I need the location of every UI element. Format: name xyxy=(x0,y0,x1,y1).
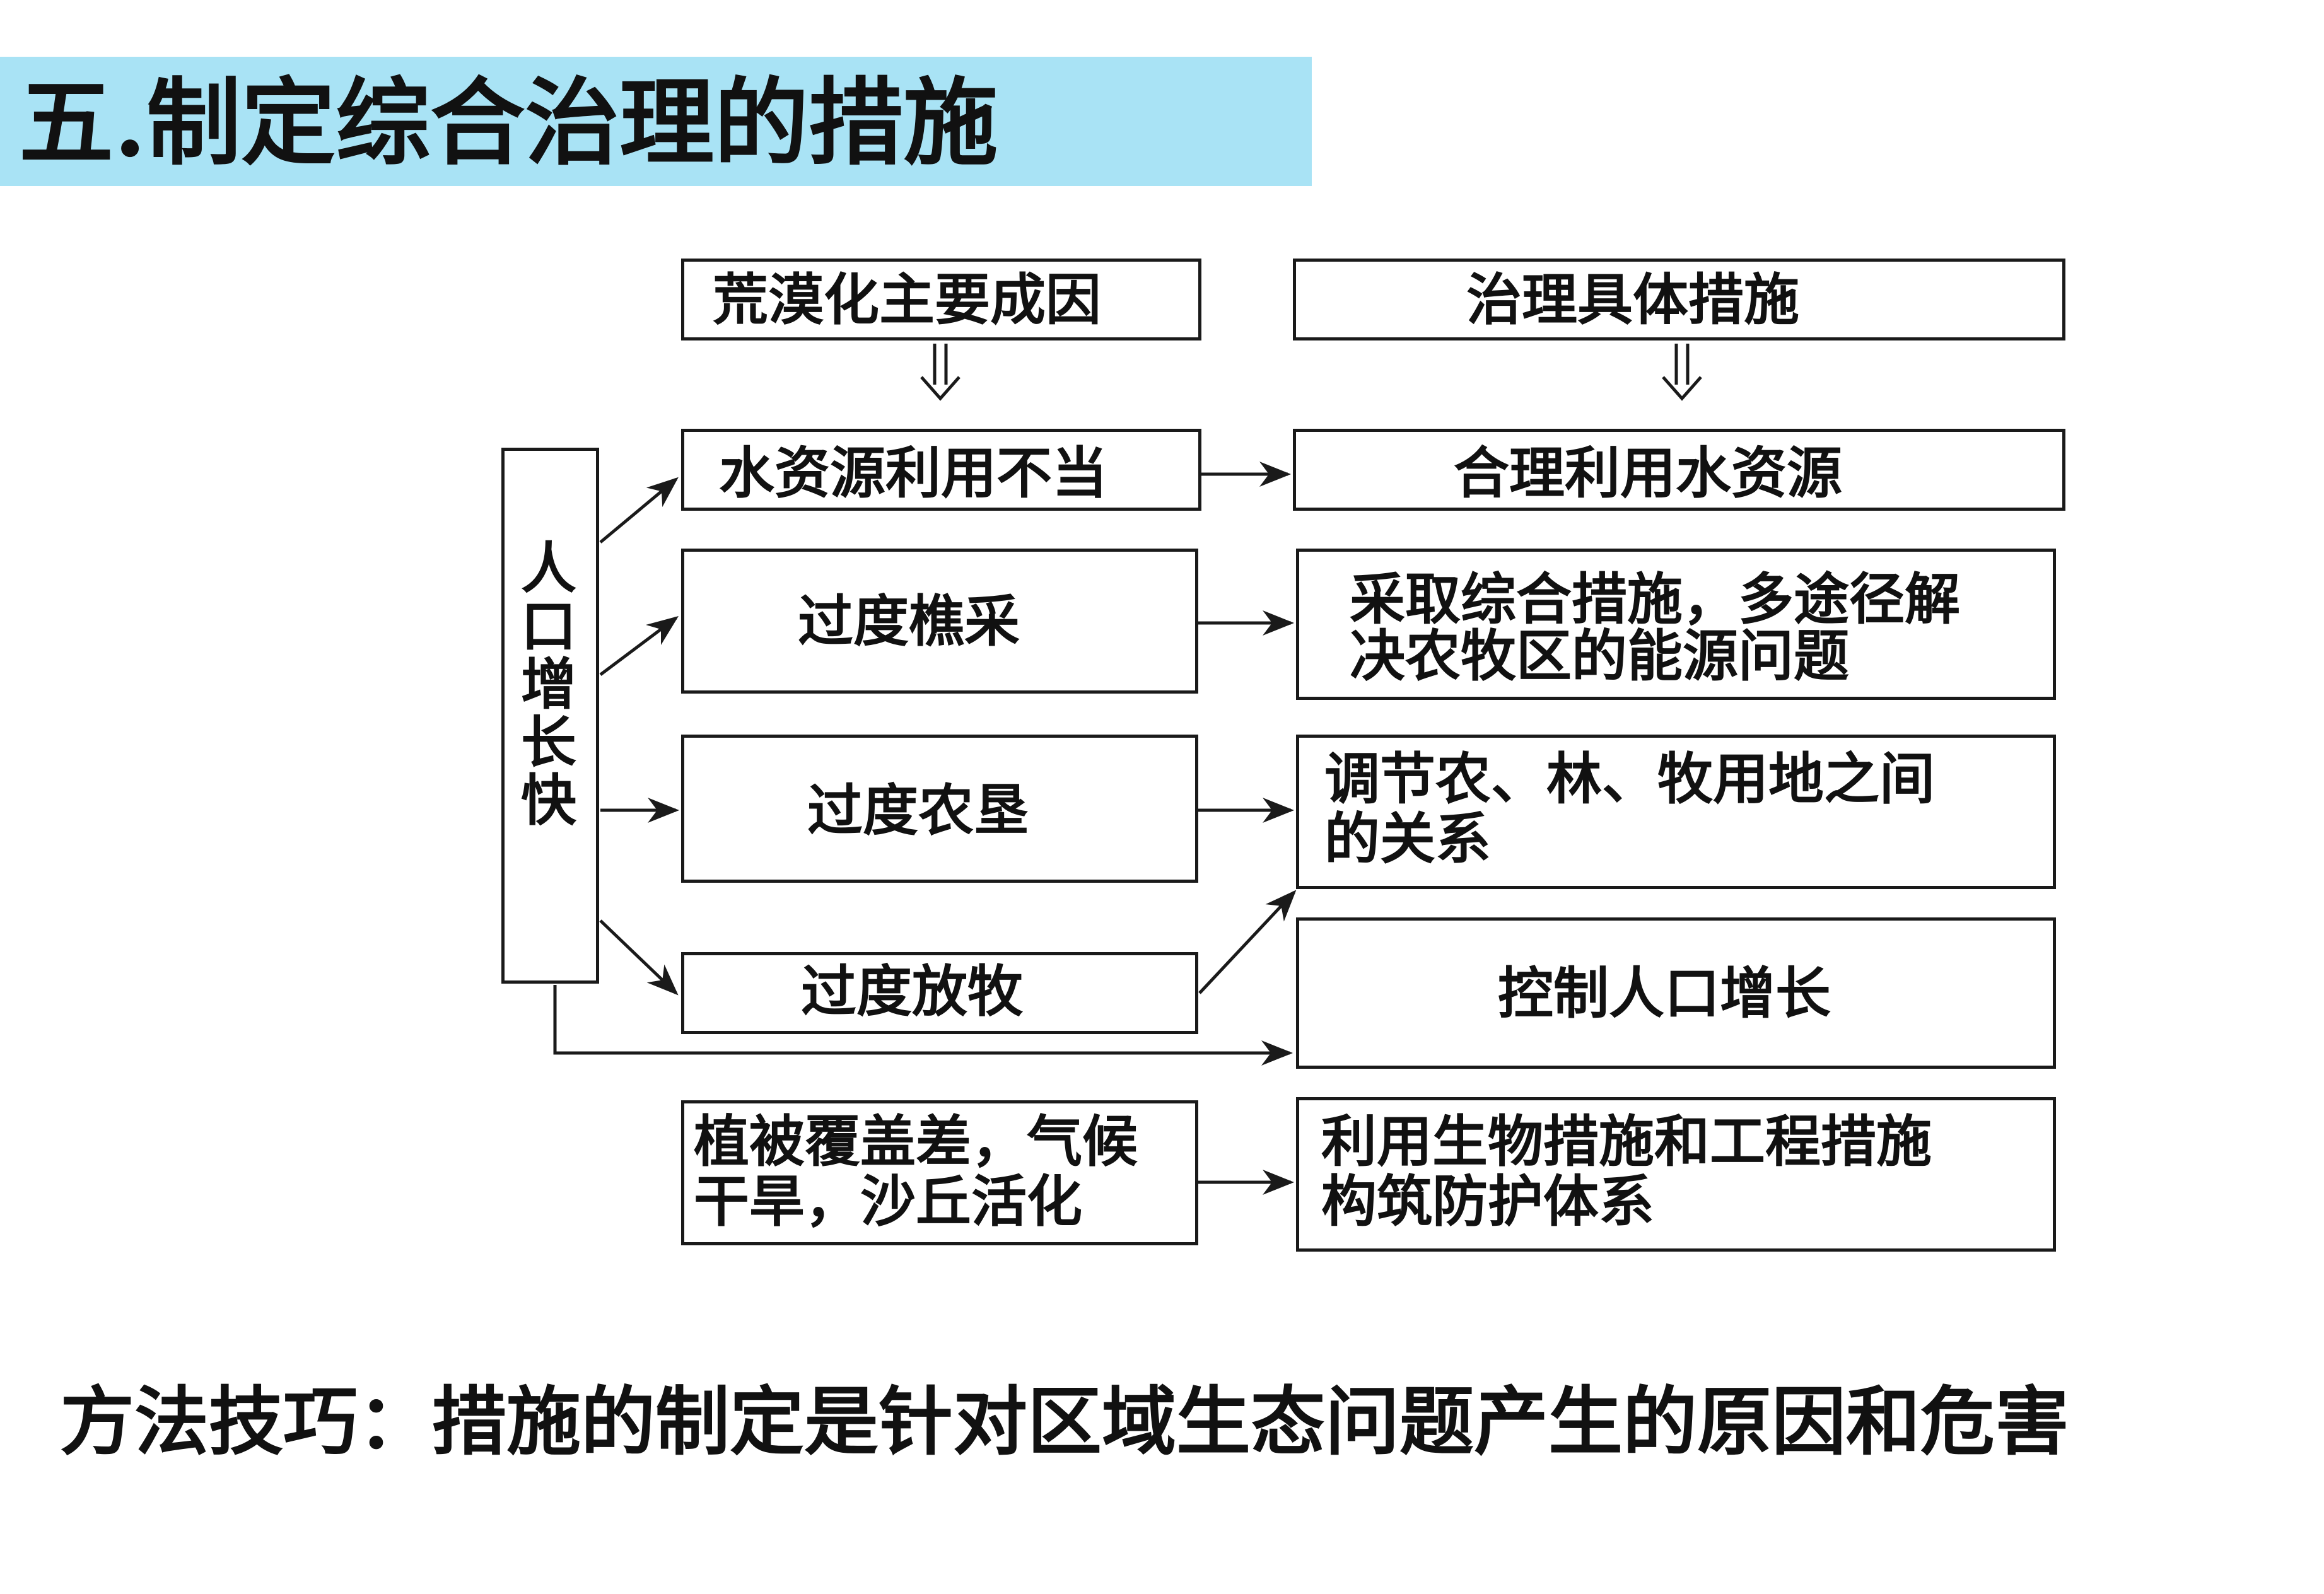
measure-engineering-line1: 利用生物措施和工程措施 xyxy=(1321,1108,1932,1174)
measure-landuse-box xyxy=(1296,735,2056,889)
measure-landuse-line1: 调节农、林、牧用地之间 xyxy=(1324,746,1936,812)
cause-water-label: 水资源利用不当 xyxy=(719,440,1108,506)
cause-firewood-label: 过度樵采 xyxy=(798,588,1020,654)
cause-natural-box xyxy=(681,1100,1198,1245)
measure-engineering-line2: 构筑防护体系 xyxy=(1321,1168,1655,1234)
measure-population-label: 控制人口增长 xyxy=(1498,960,1831,1026)
page-title: 五.制定综合治理的措施 xyxy=(19,67,998,178)
arrow-grazing-measure xyxy=(1198,890,1297,994)
cause-grazing-label: 过度放牧 xyxy=(801,958,1024,1024)
cause-farming-label: 过度农垦 xyxy=(807,777,1030,843)
method-summary: 方法技巧：措施的制定是针对区域生态问题产生的原因和危害 xyxy=(60,1378,2070,1465)
measure-water-label: 合理利用水资源 xyxy=(1454,440,1843,506)
cause-water-box xyxy=(681,429,1201,511)
header-causes-label: 荒漠化主要成因 xyxy=(713,267,1102,332)
title-banner xyxy=(0,57,1312,186)
down-arrow-measures xyxy=(1662,344,1702,401)
arrow-pop-control xyxy=(553,985,1293,1066)
header-measures-box xyxy=(1293,259,2065,340)
population-box xyxy=(501,448,599,984)
measure-population-box xyxy=(1296,917,2056,1069)
measure-engineering-box xyxy=(1296,1097,2056,1252)
header-causes-box xyxy=(681,259,1201,340)
cause-grazing-box xyxy=(681,952,1198,1034)
cause-firewood-box xyxy=(681,549,1198,694)
arrow-pop-grazing xyxy=(599,919,679,996)
measure-energy-line2: 决农牧区的能源问题 xyxy=(1350,623,1850,689)
cause-farming-box xyxy=(681,735,1198,883)
cause-natural-line2: 干旱，沙丘活化 xyxy=(694,1168,1083,1234)
measure-energy-line1: 采取综合措施，多途径解 xyxy=(1350,566,1961,632)
measure-water-box xyxy=(1293,429,2065,511)
arrow-pop-water xyxy=(599,477,679,544)
cause-natural-line1: 植被覆盖差，气候 xyxy=(694,1108,1138,1174)
header-measures-label: 治理具体措施 xyxy=(1466,267,1800,332)
measure-energy-box xyxy=(1296,549,2056,700)
measure-landuse-line2: 的关系 xyxy=(1324,806,1492,871)
population-label: 人口增长快 xyxy=(520,535,576,833)
down-arrow-causes xyxy=(920,344,961,401)
arrow-pop-firewood xyxy=(599,616,679,676)
